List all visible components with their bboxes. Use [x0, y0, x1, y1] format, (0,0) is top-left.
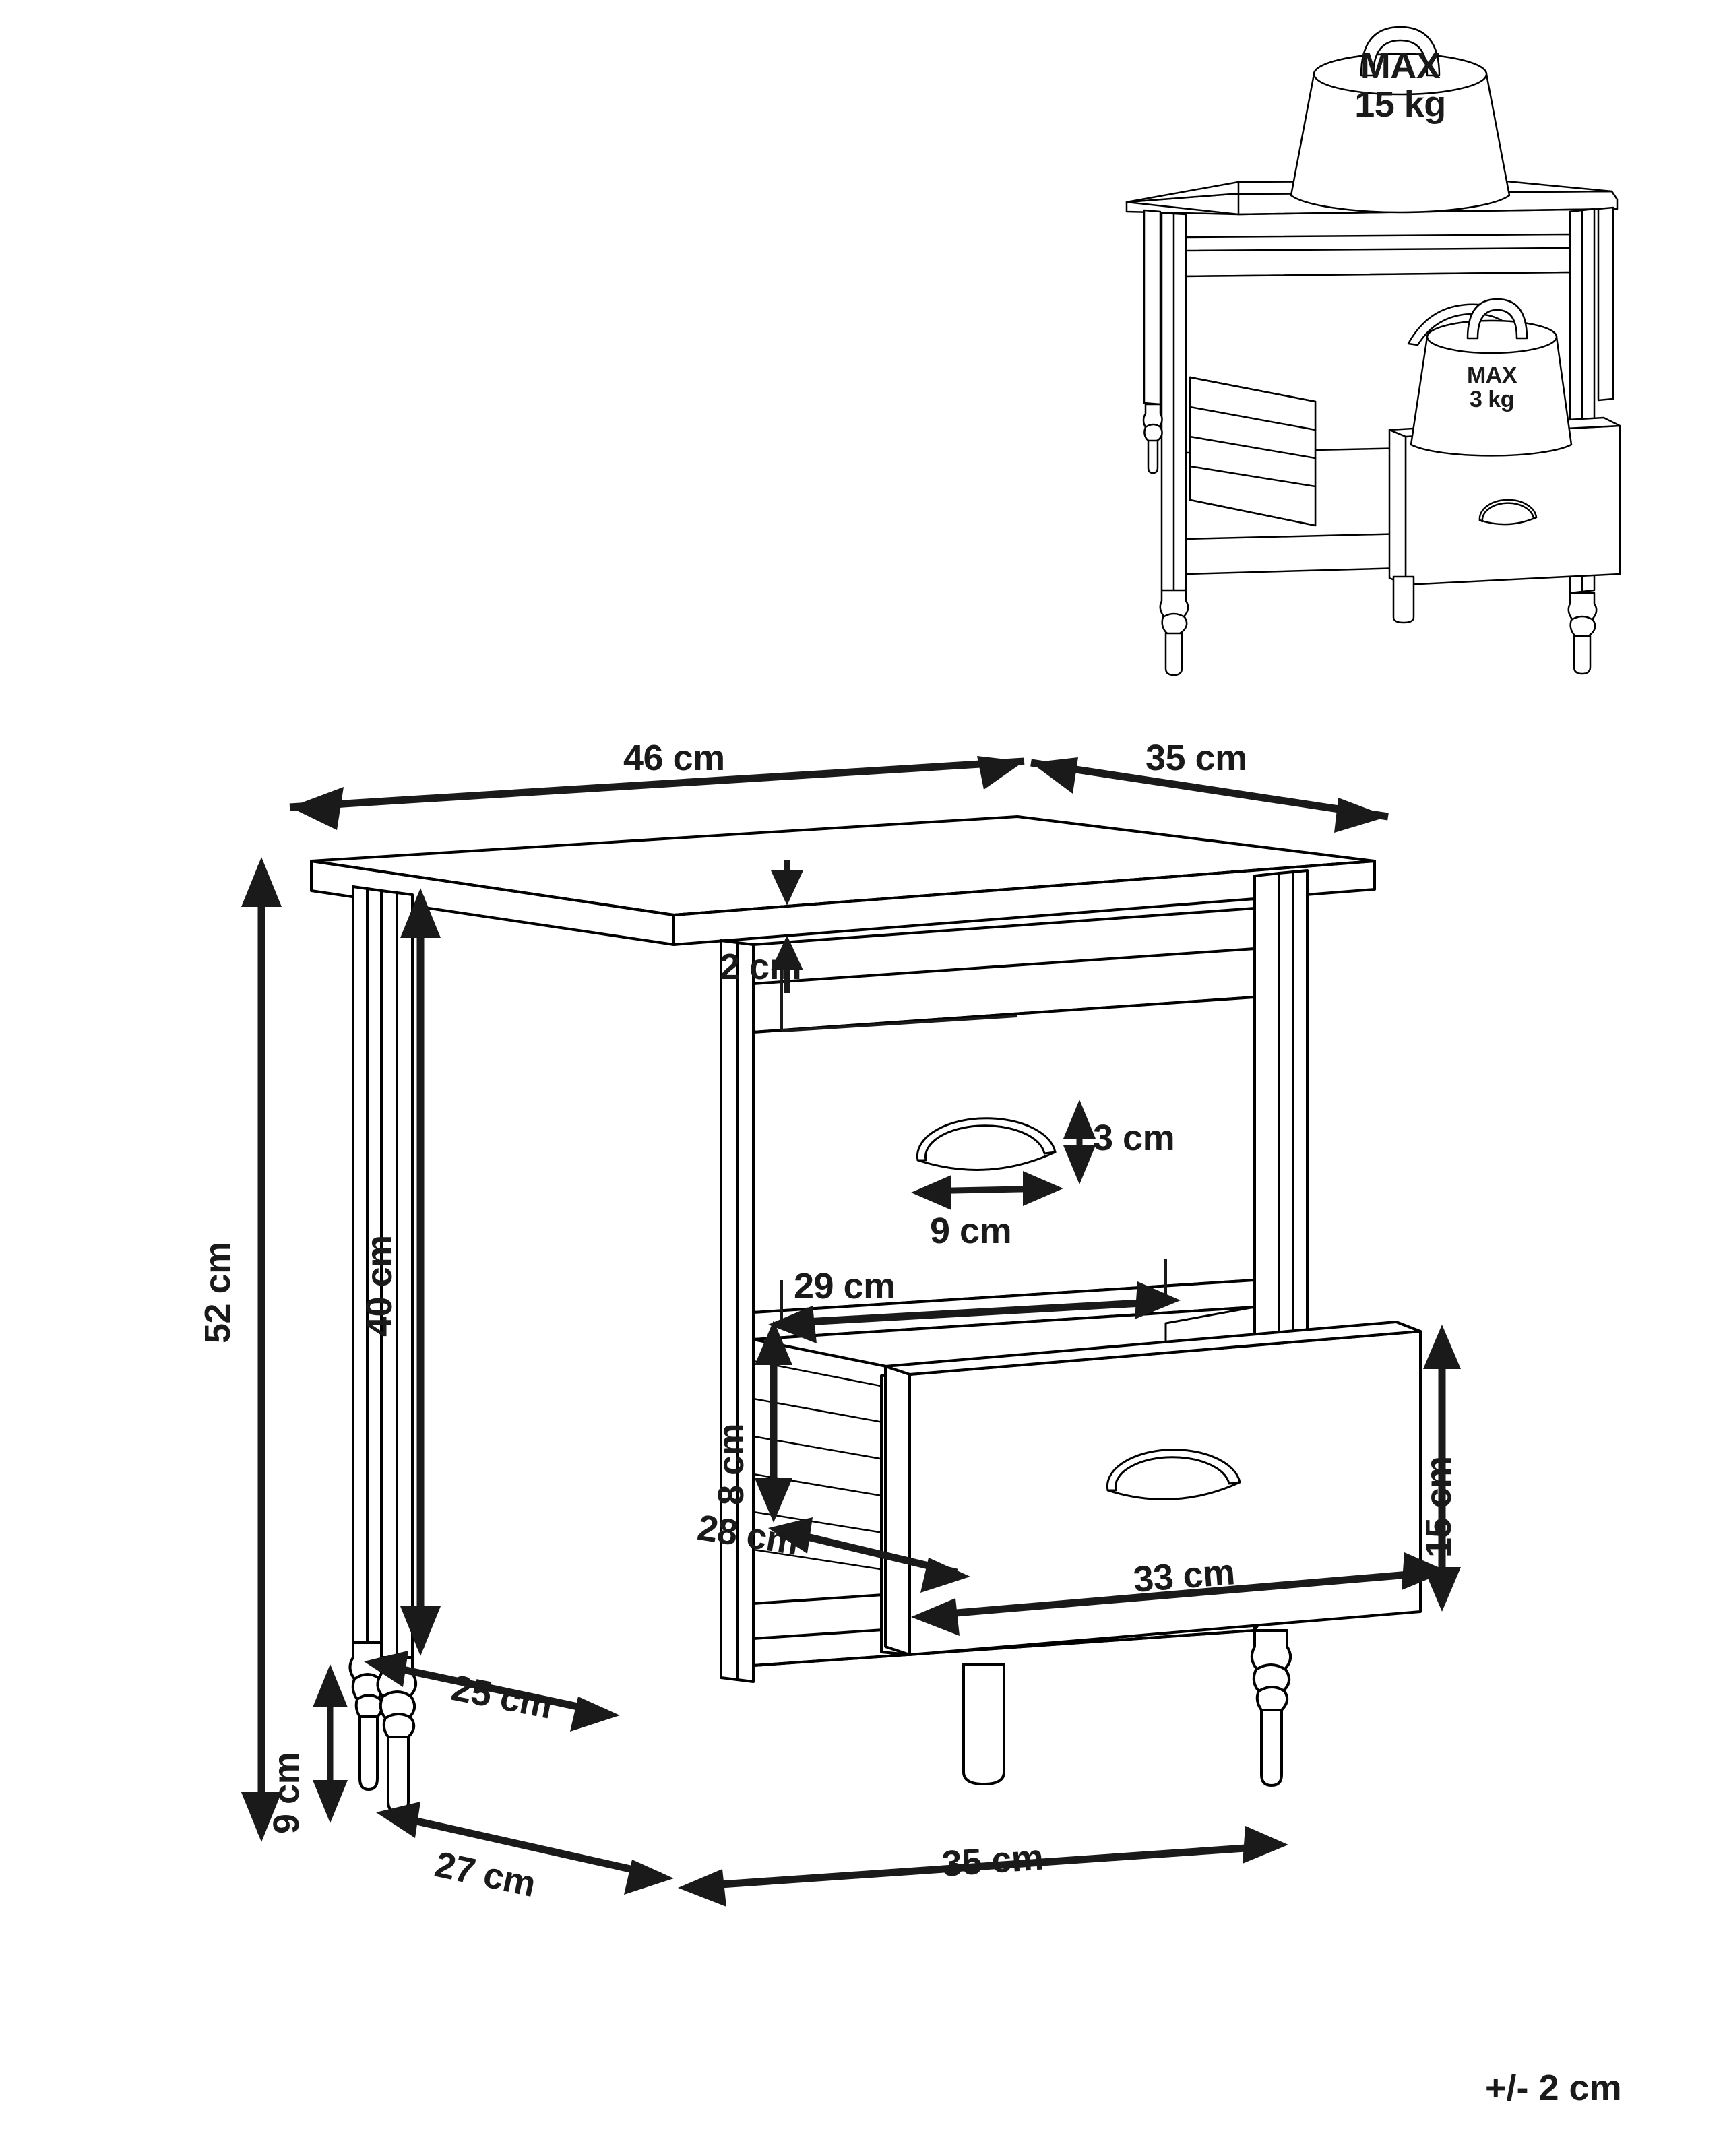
- dimension-line-top-depth: [1030, 757, 1389, 833]
- dimension-line-leg-span-depth: [364, 1651, 620, 1732]
- dimension-line-handle-width: [911, 1171, 1063, 1210]
- max-load-top-label: MAX 15 kg: [1354, 46, 1446, 125]
- dimension-label-drawer-front-width: 33 cm: [1131, 1552, 1236, 1600]
- dimension-label-inner-drawer-height: 8 cm: [711, 1423, 751, 1505]
- dimension-label-total-height: 52 cm: [197, 1242, 238, 1343]
- dimension-label-leg-height: 9 cm: [266, 1752, 307, 1834]
- upper-drawer-handle: [916, 1117, 1057, 1171]
- dimension-label-foot-span-width: 35 cm: [940, 1837, 1045, 1884]
- dimension-label-handle-width: 9 cm: [930, 1211, 1012, 1251]
- dimension-line-drawer-inner-width: [768, 1259, 1181, 1343]
- dimension-label-body-height: 40 cm: [359, 1235, 400, 1337]
- leg-center-front: [962, 1663, 1005, 1785]
- dimension-label-drawer-front-height: 15 cm: [1418, 1456, 1459, 1558]
- dimension-line-inner-drawer-height: [755, 1321, 792, 1523]
- dimension-line-top-thickness: [771, 860, 1018, 1032]
- tolerance-note: +/- 2 cm: [1485, 2068, 1622, 2108]
- lower-drawer-handle: [1106, 1449, 1241, 1500]
- max-load-drawer-label: MAX 3 kg: [1466, 362, 1517, 412]
- load-capacity-illustration: [1125, 26, 1621, 676]
- dimension-line-drawer-front-height: [1423, 1325, 1461, 1612]
- dimension-line-drawer-front-width: [911, 1552, 1447, 1636]
- dimension-label-drawer-inner-width: 29 cm: [794, 1266, 896, 1306]
- weight-3kg-icon: [1407, 298, 1573, 457]
- dimension-line-body-height: [400, 888, 441, 1656]
- dimension-line-total-height: [241, 857, 282, 1842]
- dimension-label-top-thickness: 2 cm: [720, 947, 802, 987]
- dimension-line-foot-span-width: [678, 1826, 1288, 1907]
- illustration-leg-center: [1392, 575, 1415, 624]
- main-product-drawing: [241, 756, 1461, 1907]
- illustration-leg-front-left: [1159, 589, 1189, 676]
- dimension-line-handle-height: [1063, 1100, 1096, 1184]
- illustration-leg-front-right: [1567, 592, 1598, 675]
- leg-rear-left: [348, 1641, 386, 1791]
- dimension-line-leg-height: [313, 1664, 348, 1823]
- dimension-label-top-width: 46 cm: [623, 738, 725, 778]
- dimension-label-top-depth: 35 cm: [1146, 738, 1247, 778]
- dimension-line-foot-span-depth: [376, 1802, 674, 1895]
- dimension-label-handle-height: 3 cm: [1093, 1118, 1175, 1158]
- dimension-line-top-width: [289, 756, 1025, 830]
- leg-front-right: [1250, 1629, 1292, 1787]
- illustration-leg-rear-left: [1142, 403, 1163, 474]
- weight-15kg-icon: [1290, 26, 1511, 214]
- dimension-line-inner-drawer-depth: [768, 1517, 970, 1593]
